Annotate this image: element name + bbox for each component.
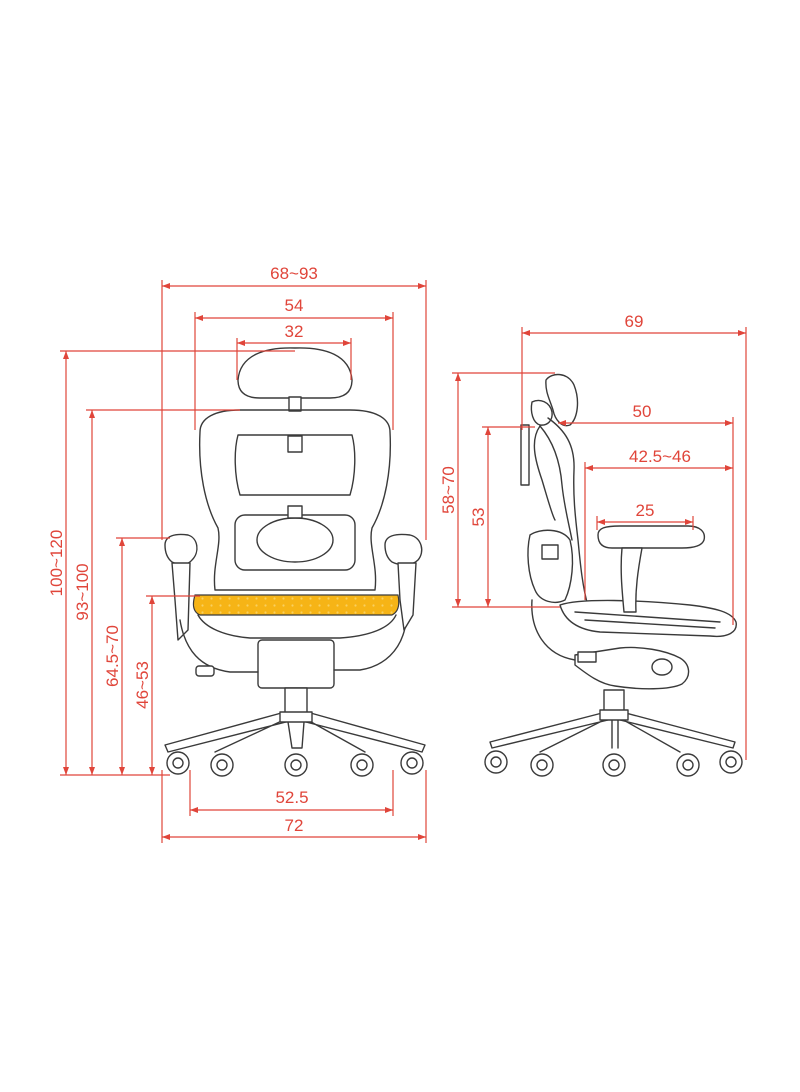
dim-armrest-height: 64.5~70 — [103, 625, 122, 687]
dim-side-depth: 69 — [625, 312, 644, 331]
dim-headrest-width: 32 — [285, 322, 304, 341]
caster — [356, 759, 368, 771]
front-base-hub — [279, 711, 313, 723]
caster — [290, 759, 302, 771]
caster — [166, 751, 190, 775]
front-lever-handle — [195, 665, 215, 677]
front-lever — [179, 619, 406, 673]
caster — [490, 756, 502, 768]
front-armrest-left — [164, 533, 198, 566]
dim-seat-adjust-depth: 42.5~46 — [629, 447, 691, 466]
side-seat — [559, 599, 737, 638]
dim-seat-height: 46~53 — [133, 661, 152, 709]
side-armrest-post — [620, 547, 643, 613]
caster — [210, 753, 234, 777]
side-frame-arc — [531, 599, 576, 661]
caster — [284, 753, 308, 777]
side-base-hub — [599, 709, 629, 721]
side-armrest-pad — [597, 525, 706, 549]
caster — [725, 756, 737, 768]
dim-base-width: 72 — [285, 816, 304, 835]
side-headrest-post — [520, 424, 530, 486]
side-headrest-bracket — [530, 399, 553, 426]
caster — [406, 757, 418, 769]
front-view-chair — [164, 347, 426, 777]
front-base — [164, 711, 426, 753]
caster — [172, 757, 184, 769]
caster — [682, 759, 694, 771]
dim-backrest-top-height: 93~100 — [73, 563, 92, 620]
front-headrest — [237, 347, 353, 399]
front-lumbar-pad — [256, 517, 334, 563]
caster — [400, 751, 424, 775]
dim-seat-depth: 50 — [633, 402, 652, 421]
side-lumbar-knob — [541, 544, 559, 560]
side-view-chair — [484, 373, 743, 777]
side-base — [489, 711, 736, 753]
front-gas-lift — [284, 687, 308, 715]
front-mechanism — [257, 639, 335, 689]
front-armrest-right — [384, 533, 423, 566]
dim-base-inner-width: 52.5 — [275, 788, 308, 807]
caster — [350, 753, 374, 777]
front-headrest-stem — [288, 396, 302, 412]
dim-backrest-lower-height: 53 — [469, 508, 488, 527]
front-backrest — [198, 409, 392, 591]
front-seat-frame — [197, 614, 397, 639]
front-lumbar-knob — [287, 505, 303, 519]
front-backrest-frame — [234, 434, 356, 496]
caster — [719, 750, 743, 774]
side-backrest — [539, 417, 589, 607]
front-dimensions: 68~93 54 32 100~120 93~100 64.5~70 — [47, 264, 427, 843]
dim-total-height: 100~120 — [47, 530, 66, 597]
caster — [608, 759, 620, 771]
side-lumbar — [527, 529, 574, 603]
front-casters — [166, 751, 424, 777]
dim-backrest-width: 54 — [285, 296, 304, 315]
side-dimensions: 69 50 42.5~46 25 58~70 53 — [439, 312, 747, 760]
side-gas-lift — [603, 689, 625, 713]
dim-overall-width: 68~93 — [270, 264, 318, 283]
caster — [676, 753, 700, 777]
dim-backrest-height: 58~70 — [439, 466, 458, 514]
caster — [530, 753, 554, 777]
front-seat — [192, 594, 400, 616]
side-casters — [484, 750, 743, 777]
caster — [216, 759, 228, 771]
front-back-hanger — [287, 435, 303, 453]
front-armrest-right-post — [397, 562, 417, 631]
side-mechanism — [574, 646, 690, 690]
side-mechanism-knob — [651, 658, 673, 676]
front-armrest-left-post — [171, 562, 191, 641]
caster — [602, 753, 626, 777]
side-lever — [577, 651, 597, 663]
side-headrest — [545, 373, 579, 427]
caster — [536, 759, 548, 771]
side-backrest-frame — [533, 425, 556, 521]
dim-armrest-length: 25 — [636, 501, 655, 520]
caster — [484, 750, 508, 774]
side-seat-mesh — [574, 611, 721, 629]
